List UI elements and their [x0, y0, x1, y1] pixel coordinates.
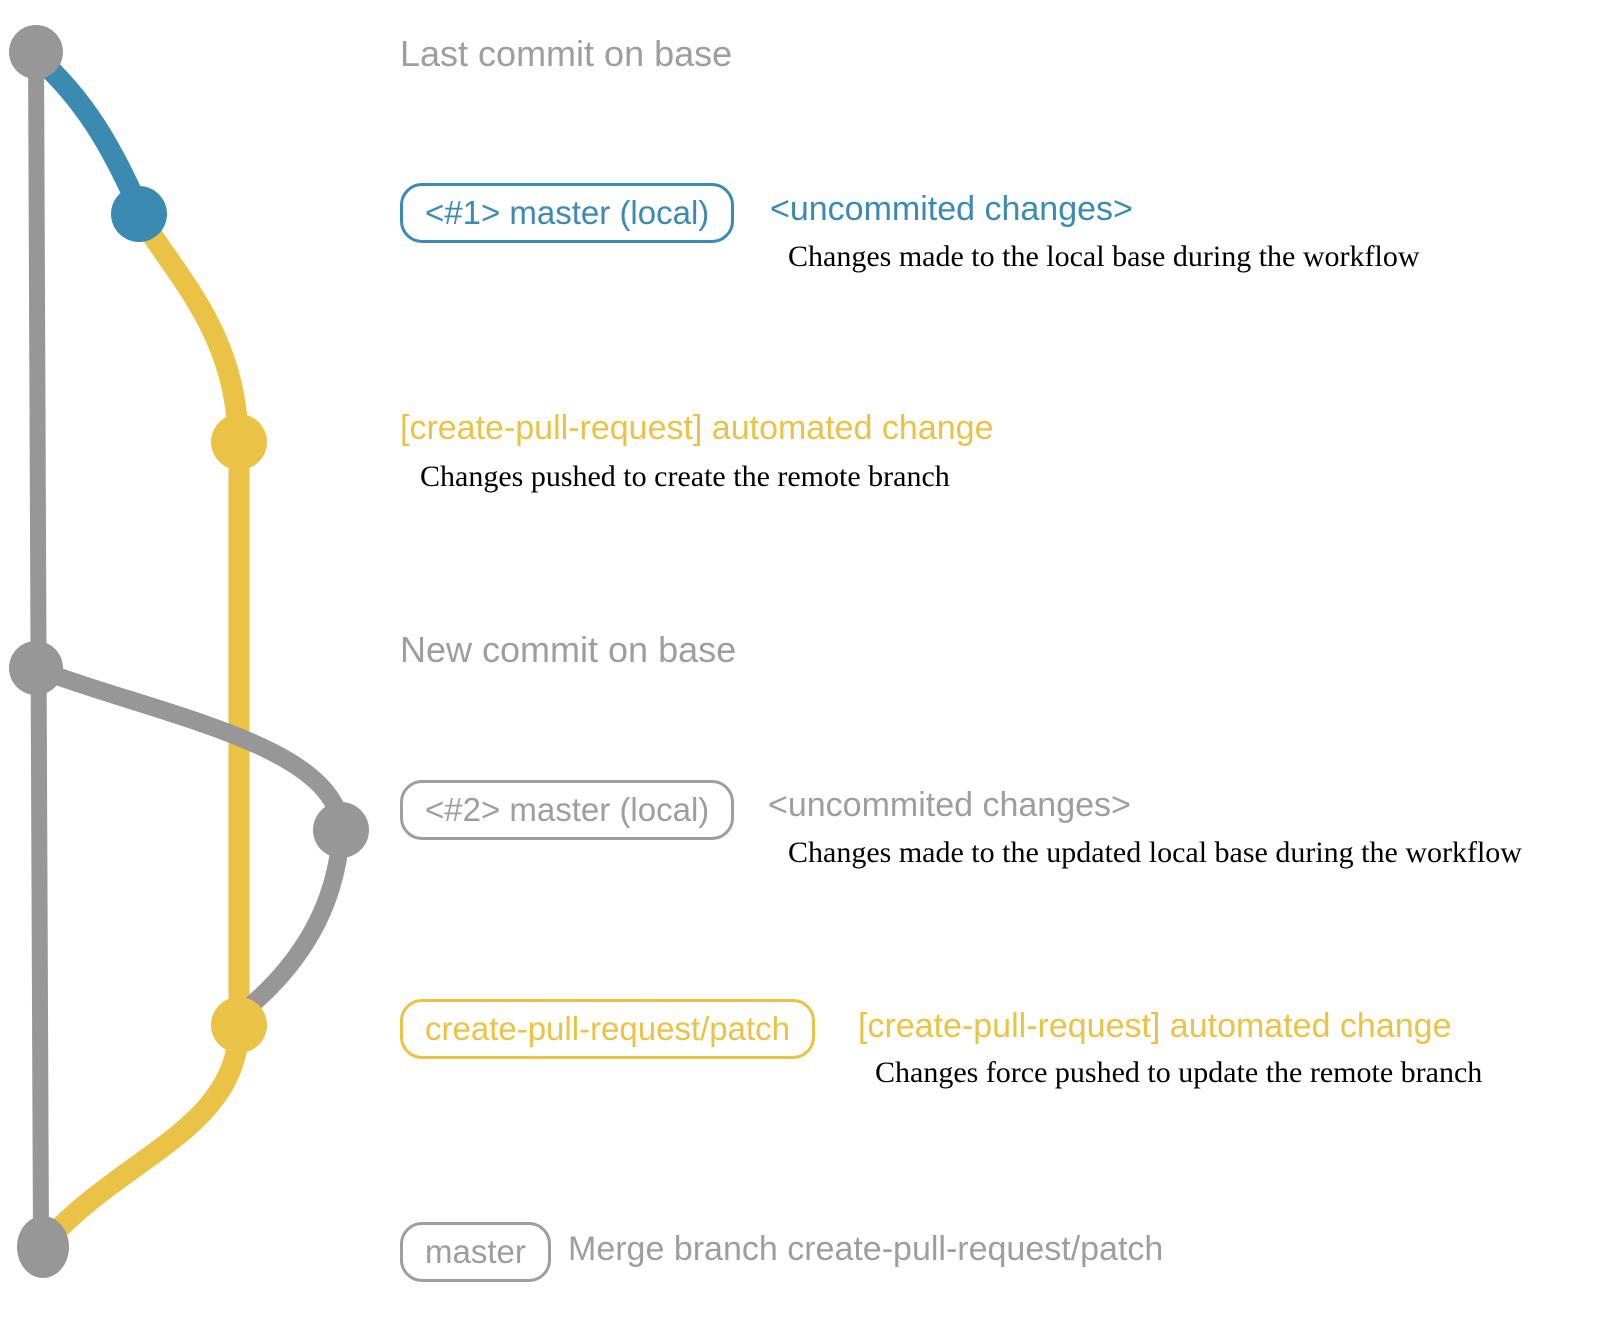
annotation-uncommitted-changes-2: <uncommited changes> [768, 786, 1131, 824]
description-force-push-remote-branch: Changes force pushed to update the remot… [875, 1056, 1483, 1089]
badge-master: master [400, 1222, 551, 1282]
commit-message-automated-change-2: [create-pull-request] automated change [858, 1007, 1452, 1045]
description-push-create-remote-branch: Changes pushed to create the remote bran… [420, 460, 950, 493]
patch-branch-line-lower [37, 1017, 250, 1251]
master-local-2-branch-line-upper [31, 661, 350, 837]
label-last-commit-on-base: Last commit on base [400, 33, 733, 74]
commit-node-automated-2 [211, 997, 267, 1053]
master-local-2-branch-line-lower [234, 823, 350, 1021]
badge-master-local-2: <#2> master (local) [400, 780, 735, 840]
description-updated-local-base-changes: Changes made to the updated local base d… [788, 836, 1522, 869]
commit-node-master-local-1 [111, 186, 167, 242]
commit-node-automated-1 [211, 414, 267, 470]
commit-node-new-base [9, 641, 63, 695]
label-new-commit-on-base: New commit on base [400, 629, 737, 670]
description-local-base-changes: Changes made to the local base during th… [788, 240, 1420, 273]
patch-branch-line-upper [129, 205, 249, 445]
commit-message-automated-change-1: [create-pull-request] automated change [400, 409, 994, 447]
badge-master-local-1: <#1> master (local) [400, 183, 735, 243]
commit-node-master-local-2 [313, 802, 369, 858]
commit-node-last-base [9, 25, 63, 79]
master-local-1-branch-line [27, 47, 149, 217]
commit-message-merge-branch: Merge branch create-pull-request/patch [568, 1230, 1164, 1268]
badge-create-pull-request-patch: create-pull-request/patch [400, 999, 816, 1059]
annotation-uncommitted-changes-1: <uncommited changes> [770, 190, 1133, 228]
commit-node-merge [17, 1216, 69, 1278]
